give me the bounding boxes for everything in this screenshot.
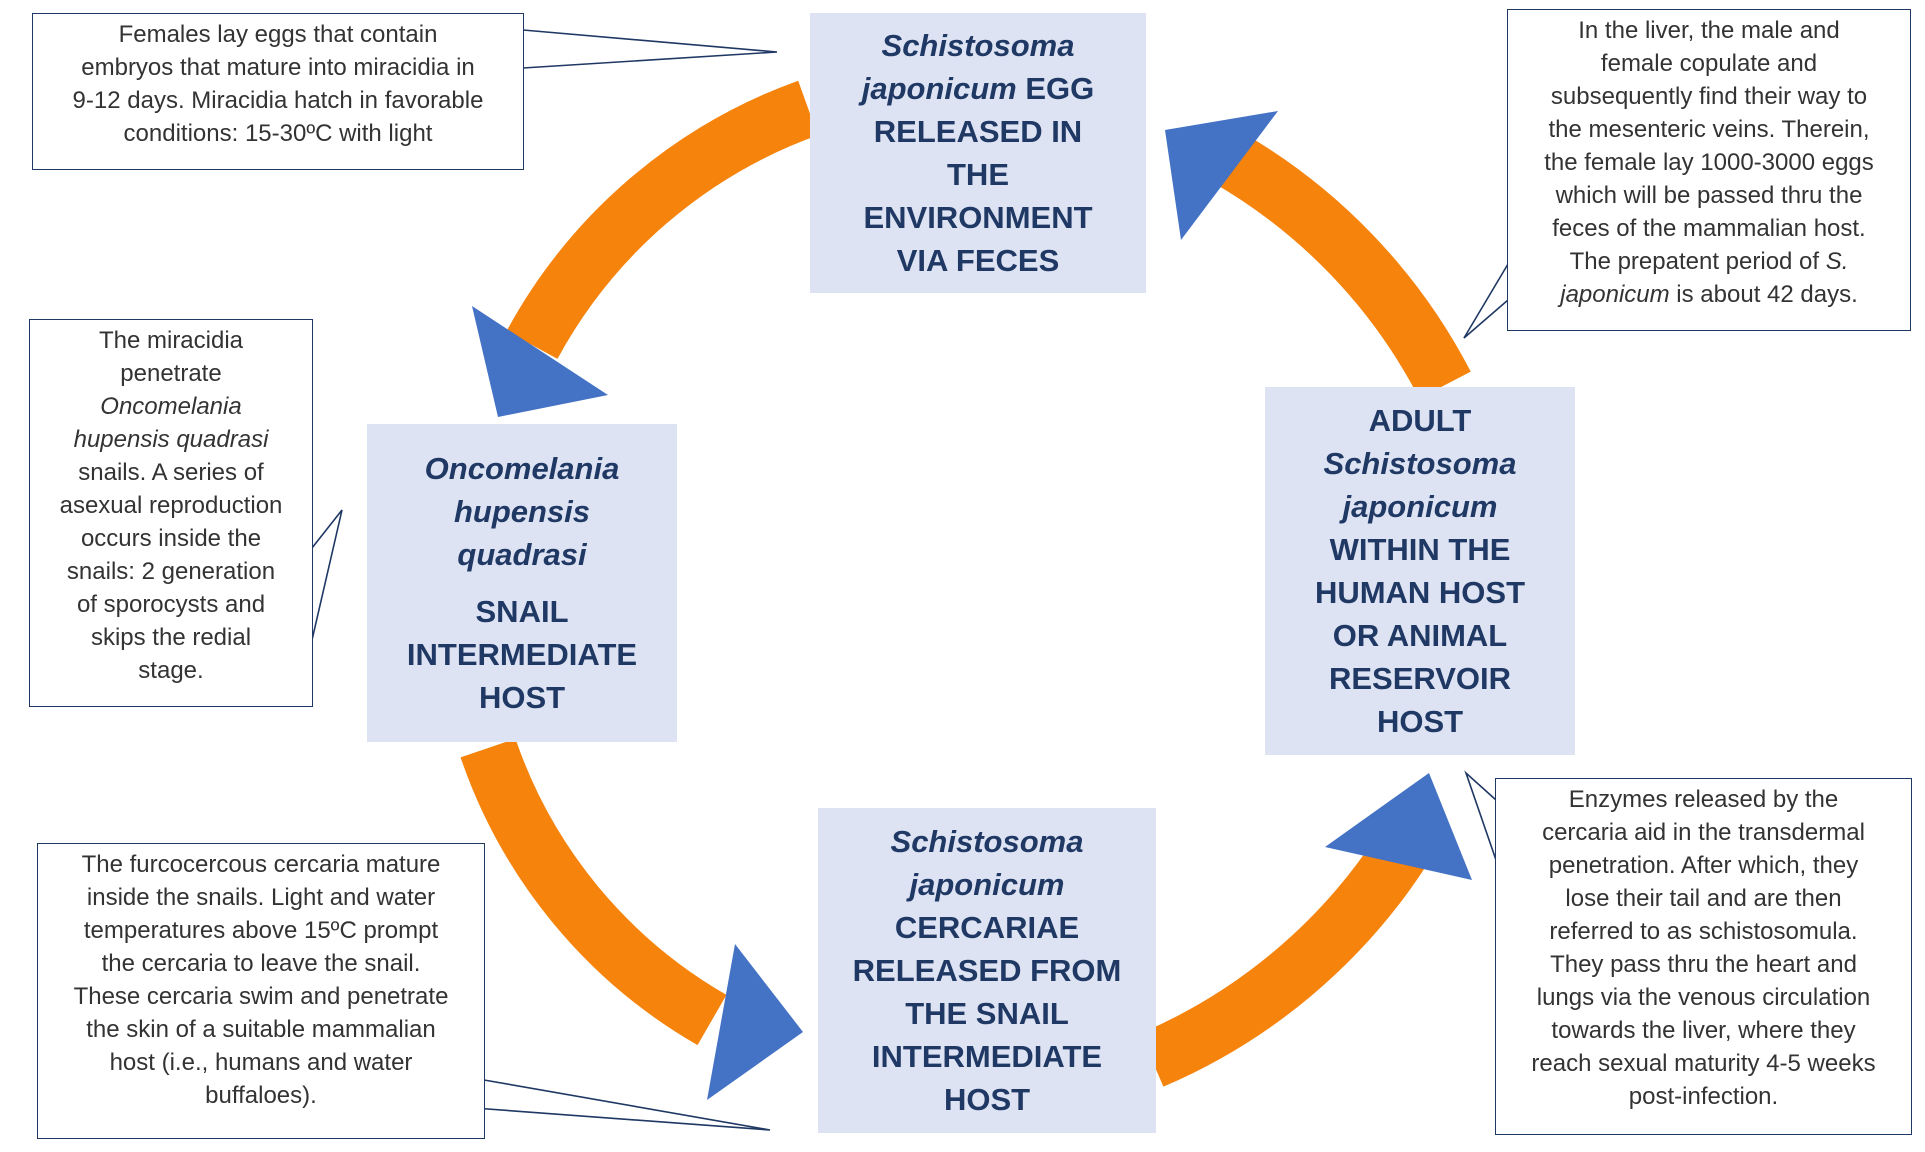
- stage-adult-line-4: RESERVOIR: [1328, 661, 1512, 696]
- stage-snail-box: Oncomelania hupensis quadrasi SNAIL INTE…: [367, 424, 677, 742]
- stage-egg-species-line: japonicum EGG: [862, 67, 1095, 110]
- stage-cercariae-line-1: CERCARIAE: [894, 910, 1080, 945]
- note-liver-text-2: is about 42 days.: [1669, 281, 1858, 308]
- note-miracidia-text-1: The miracidia penetrate: [98, 327, 244, 387]
- note-miracidia-sci: Oncomelania hupensis quadrasi: [73, 393, 269, 453]
- stage-adult-line-0: ADULT: [1368, 403, 1472, 438]
- stage-cercariae-box: Schistosoma japonicum CERCARIAE RELEASED…: [818, 808, 1156, 1133]
- note-liver-sci-2: japonicum: [1560, 281, 1670, 308]
- note-miracidia-text-2: snails. A series of asexual reproduction…: [59, 459, 283, 684]
- stage-snail-line-1: SNAIL: [475, 594, 569, 629]
- stage-adult-species-1: Schistosoma: [1323, 446, 1517, 481]
- arrowhead-to-snail: [472, 306, 608, 417]
- note-eggs: Females lay eggs that contain embryos th…: [32, 13, 524, 170]
- stage-adult-line-5: HOST: [1376, 704, 1464, 739]
- arrow-egg-to-snail: [506, 80, 818, 359]
- note-eggs-text: Females lay eggs that contain embryos th…: [72, 21, 484, 147]
- stage-egg-line-2: THE: [947, 157, 1009, 192]
- note-liver-sci-1: S.: [1825, 248, 1849, 275]
- stage-snail-species-1: Oncomelania: [424, 451, 620, 486]
- stage-snail-line-3: HOST: [478, 680, 566, 715]
- arrowhead-to-egg: [1165, 111, 1278, 240]
- note-cercaria-text: The furcocercous cercaria mature inside …: [73, 851, 449, 1109]
- stage-adult-line-1: WITHIN THE: [1329, 532, 1511, 567]
- arrow-snail-to-cercariae: [460, 738, 727, 1046]
- stage-snail-species-2: hupensis: [453, 494, 591, 529]
- note-miracidia: The miracidia penetrate Oncomelania hupe…: [29, 319, 313, 707]
- stage-cercariae-line-5: HOST: [943, 1082, 1031, 1117]
- note-liver-text-1: In the liver, the male and female copula…: [1544, 17, 1874, 275]
- stage-egg-line-1: RELEASED IN: [873, 114, 1083, 149]
- stage-snail-line-2: INTERMEDIATE: [406, 637, 638, 672]
- stage-cercariae-species-1: Schistosoma: [890, 824, 1084, 859]
- stage-adult-species-2: japonicum: [1342, 489, 1498, 524]
- stage-egg-species-epithet: japonicum: [861, 71, 1017, 106]
- arrow-adult-to-egg: [1210, 130, 1471, 399]
- callout-pointers: [311, 29, 1509, 1131]
- stage-adult-line-3: OR ANIMAL: [1332, 618, 1508, 653]
- note-liver: In the liver, the male and female copula…: [1507, 9, 1911, 331]
- stage-egg-species-genus: Schistosoma: [881, 28, 1075, 63]
- note-enzymes: Enzymes released by the cercaria aid in …: [1495, 778, 1912, 1135]
- stage-snail-species-3: quadrasi: [457, 537, 587, 572]
- stage-egg-box: Schistosoma japonicum EGG RELEASED IN TH…: [810, 13, 1146, 293]
- stage-egg-line-3: ENVIRONMENT: [863, 200, 1093, 235]
- stage-adult-line-2: HUMAN HOST: [1314, 575, 1526, 610]
- stage-cercariae-species-2: japonicum: [909, 867, 1065, 902]
- stage-egg-line-4: VIA FECES: [896, 243, 1060, 278]
- note-enzymes-text: Enzymes released by the cercaria aid in …: [1531, 786, 1876, 1110]
- stage-cercariae-line-4: INTERMEDIATE: [871, 1039, 1103, 1074]
- stage-egg-egg-word: EGG: [1016, 71, 1095, 106]
- arrowhead-to-cercariae: [707, 944, 803, 1100]
- stage-cercariae-line-2: RELEASED FROM: [852, 953, 1122, 988]
- stage-adult-box: ADULT Schistosoma japonicum WITHIN THE H…: [1265, 387, 1575, 755]
- arrow-cercariae-to-adult: [1140, 834, 1427, 1087]
- note-cercaria: The furcocercous cercaria mature inside …: [37, 843, 485, 1139]
- arrowhead-to-adult: [1325, 773, 1472, 880]
- stage-cercariae-line-3: THE SNAIL: [905, 996, 1069, 1031]
